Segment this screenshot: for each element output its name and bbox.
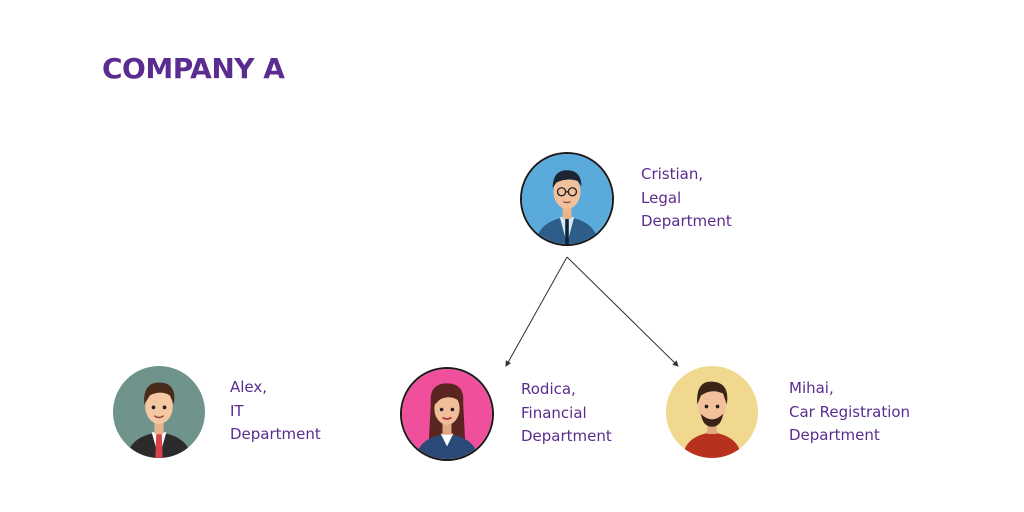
department-line: Department: [789, 426, 880, 444]
department-line: Financial: [521, 403, 587, 422]
person-name: Cristian,: [641, 165, 704, 183]
person-label: Mihai, Car Registration Department: [789, 377, 910, 448]
person-name: Mihai,: [789, 379, 834, 397]
department-line: Department: [641, 212, 732, 230]
department-line: Department: [230, 425, 321, 443]
man-suit-red-tie-avatar-icon: [113, 366, 205, 458]
person-label: Rodica, Financial Department: [521, 378, 612, 449]
man-glasses-suit-avatar-icon: [520, 152, 614, 246]
person-label: Cristian, Legal Department: [641, 163, 732, 234]
connector-cristian-mihai: [566, 256, 679, 367]
person-name: Rodica,: [521, 380, 576, 398]
woman-blazer-avatar-icon: [400, 367, 494, 461]
company-title: COMPANY A: [102, 52, 285, 85]
department-line: Department: [521, 427, 612, 445]
connector-cristian-rodica: [505, 256, 568, 367]
person-name: Alex,: [230, 378, 268, 396]
department-line: Car Registration: [789, 402, 911, 421]
department-line: IT: [230, 401, 244, 420]
man-beard-red-shirt-avatar-icon: [666, 366, 758, 458]
department-line: Legal: [641, 188, 682, 207]
person-label: Alex, IT Department: [230, 376, 321, 447]
